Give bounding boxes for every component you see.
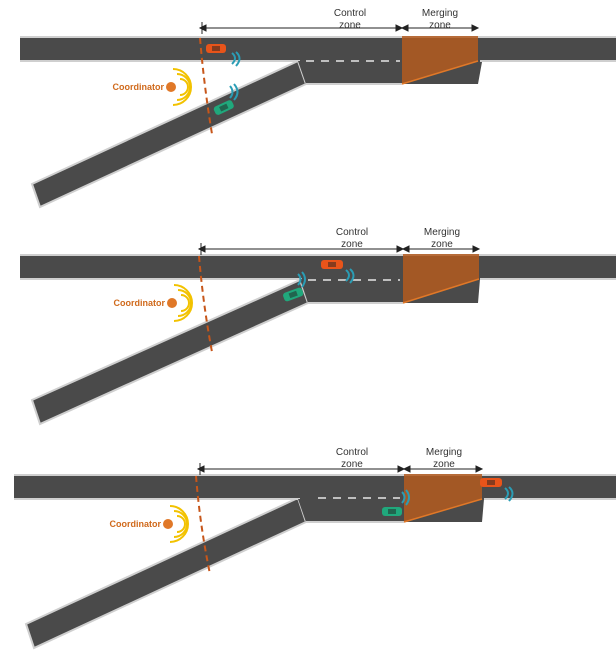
control-zone-arrow xyxy=(198,22,404,34)
control-zone-label-line2: zone xyxy=(339,20,361,31)
panel-2: Control zone Merging zone Coordinator xyxy=(20,227,616,426)
wifi-icon xyxy=(345,268,355,284)
merging-zone-label-line2: zone xyxy=(429,20,451,31)
coordinator-node xyxy=(167,298,177,308)
merging-zone-label-line1: Merging xyxy=(422,8,458,19)
merging-zone-area xyxy=(403,254,479,303)
merging-zone-arrow xyxy=(402,465,484,473)
wifi-icon xyxy=(297,271,306,288)
control-zone-label-line1: Control xyxy=(336,227,368,238)
merging-zone-arrow xyxy=(401,245,481,253)
control-zone-arrow xyxy=(196,463,406,475)
coordinator-antenna xyxy=(166,68,192,106)
merging-zone-label-line2: zone xyxy=(431,239,453,250)
main-road xyxy=(20,36,616,62)
merging-zone-arrow xyxy=(400,24,480,32)
road-layer xyxy=(20,36,616,209)
panel-1: Control zone Merging zone Coordinator xyxy=(20,8,616,209)
coordinator-label: Coordinator xyxy=(110,519,162,529)
control-zone-label-line2: zone xyxy=(341,239,363,250)
coordinator-node xyxy=(163,519,173,529)
control-zone-arrow xyxy=(197,243,405,255)
panel-3: Control zone Merging zone Coordinator xyxy=(14,447,616,650)
coordinator-antenna xyxy=(163,505,189,543)
merging-zone-label-line2: zone xyxy=(433,459,455,470)
wifi-icon xyxy=(229,83,239,101)
coordinator-node xyxy=(166,82,176,92)
merging-zone-area xyxy=(402,36,478,84)
main-road xyxy=(14,474,616,500)
coordinator-label: Coordinator xyxy=(113,82,165,92)
wifi-icon xyxy=(231,51,241,67)
control-zone-label-line1: Control xyxy=(336,447,368,458)
merging-zone-area xyxy=(404,474,482,522)
wifi-icon xyxy=(504,486,514,502)
merge-section xyxy=(298,61,616,84)
merging-zone-label-line1: Merging xyxy=(424,227,460,238)
control-zone-label-line1: Control xyxy=(334,8,366,19)
wifi-icon xyxy=(401,489,410,506)
control-zone-label-line2: zone xyxy=(341,459,363,470)
coordinator-antenna xyxy=(167,284,193,322)
merging-zone-label-line1: Merging xyxy=(426,447,462,458)
main-road xyxy=(20,254,616,280)
coordinator-label: Coordinator xyxy=(114,298,166,308)
